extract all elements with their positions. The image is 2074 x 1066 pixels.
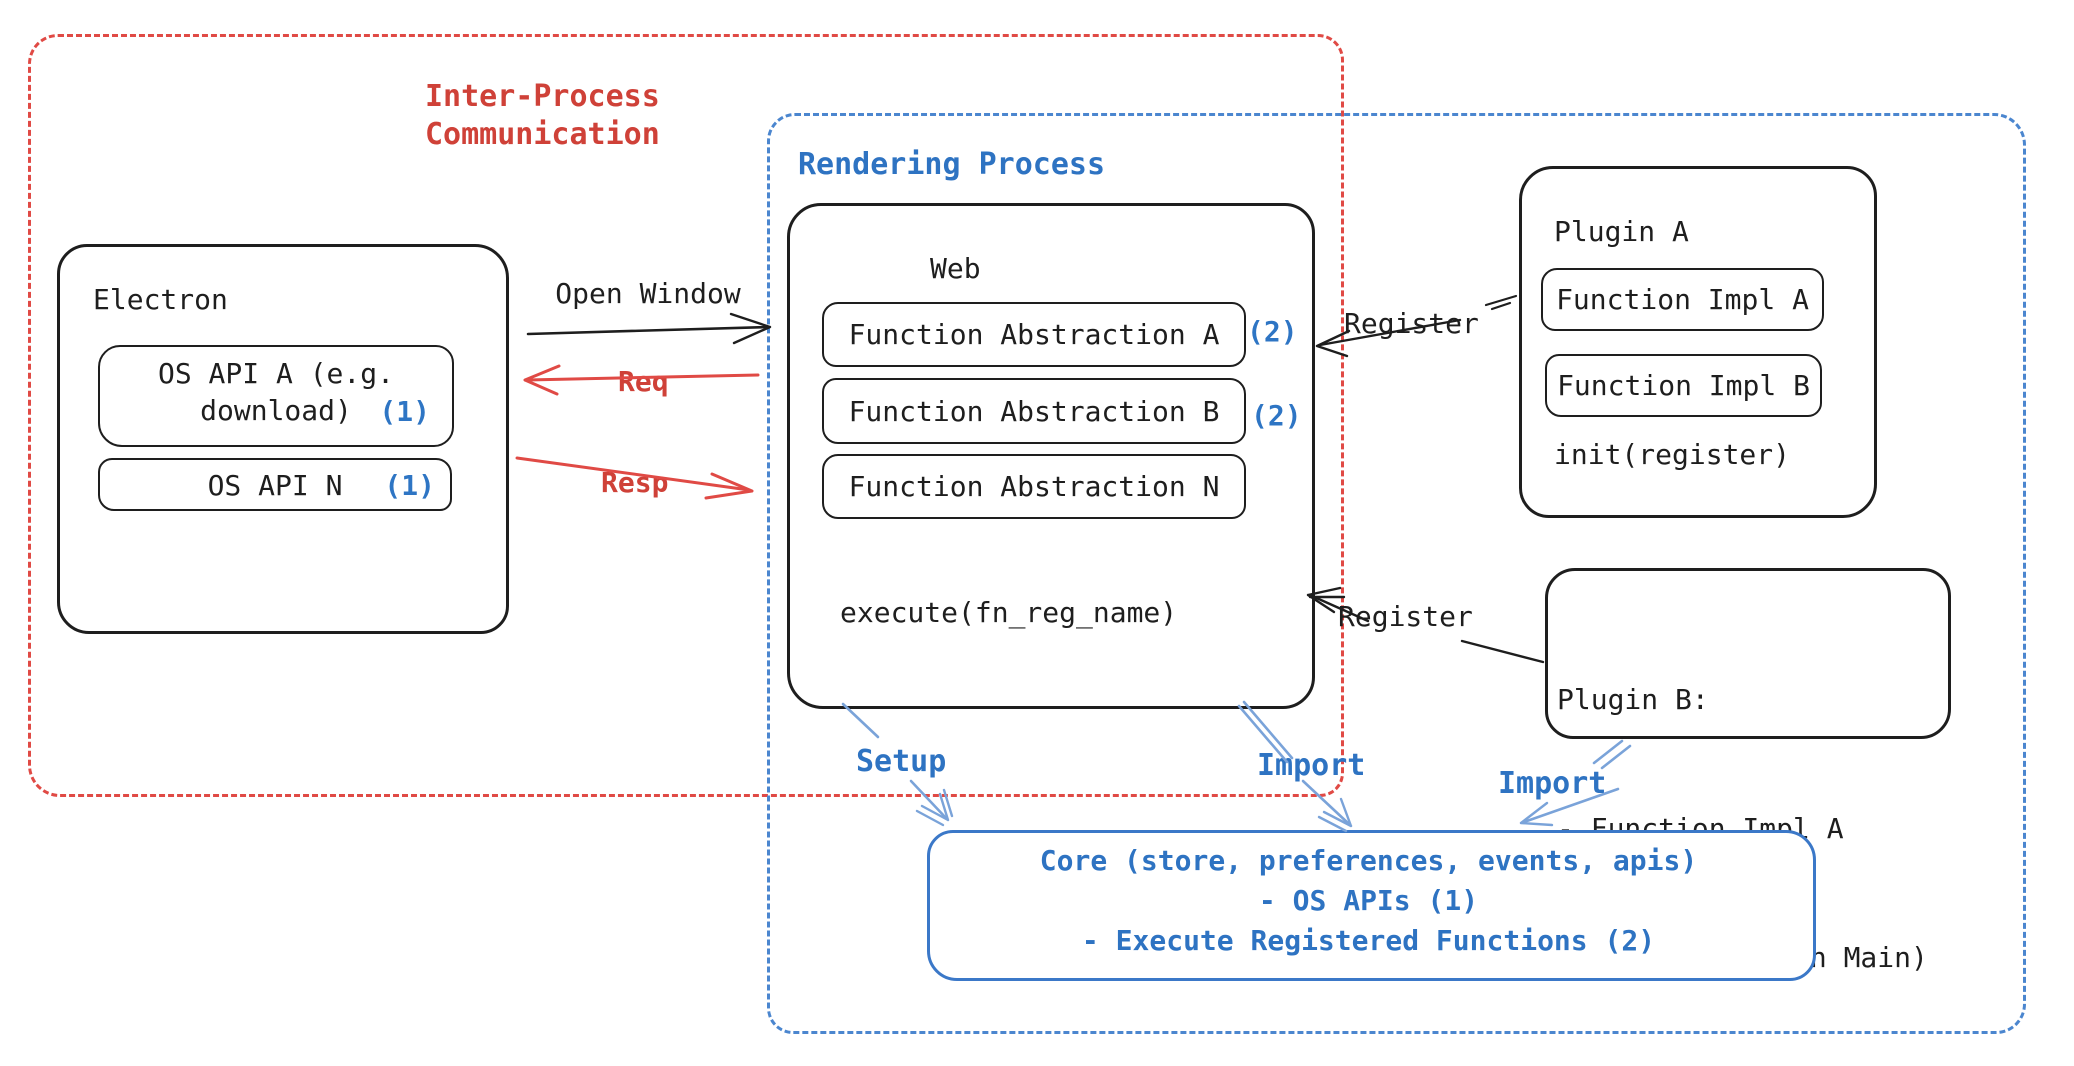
open-window-label: Open Window — [555, 277, 741, 310]
web-title: Web — [930, 252, 981, 285]
register-plugin-b-label: Register — [1338, 600, 1473, 633]
plugin-b-box — [1545, 568, 1951, 739]
function-abstraction-a-label: Function Abstraction A — [848, 318, 1220, 351]
function-abstraction-n-box: Function Abstraction N — [822, 454, 1246, 519]
setup-label: Setup — [856, 744, 947, 779]
os-api-n-badge: (1) — [384, 469, 435, 502]
core-line-2: - OS APIs (1) — [1258, 884, 1479, 917]
function-impl-b-label: Function Impl B — [1557, 369, 1810, 402]
rendering-process-dashed-box — [767, 113, 2026, 1034]
core-line-1: Core (store, preferences, events, apis) — [1039, 844, 1698, 877]
electron-title: Electron — [93, 283, 228, 316]
import-web-label: Import — [1257, 748, 1366, 783]
rendering-process-label: Rendering Process — [798, 147, 1106, 182]
ipc-label: Inter-Process Communication — [425, 79, 660, 152]
req-label: Req — [610, 364, 677, 400]
function-abstraction-n-label: Function Abstraction N — [848, 470, 1220, 503]
resp-label: Resp — [593, 465, 677, 501]
function-abstraction-b-label: Function Abstraction B — [848, 394, 1220, 428]
plugin-b-text: Plugin B: - Function Impl A - Module (ru… — [1557, 592, 1928, 1065]
function-abstraction-a-badge: (2) — [1247, 315, 1298, 348]
function-abstraction-b-box: Function Abstraction B — [822, 378, 1246, 444]
ipc-dashed-box — [28, 34, 1344, 797]
plugin-a-title: Plugin A — [1554, 215, 1689, 248]
init-register-label: init(register) — [1554, 438, 1791, 471]
core-line-3: - Execute Registered Functions (2) — [1081, 924, 1656, 957]
os-api-n-box: OS API N (1) — [98, 458, 452, 511]
execute-label: execute(fn_reg_name) — [840, 596, 1178, 629]
function-abstraction-b-badge: (2) — [1251, 399, 1302, 432]
plugin-b-title: Plugin B: — [1557, 683, 1709, 716]
os-api-a-badge: (1) — [379, 395, 430, 428]
os-api-a-line2: download) — [200, 394, 352, 427]
os-api-a-box: OS API A (e.g. download) (1) — [98, 345, 454, 447]
function-abstraction-a-box: Function Abstraction A — [822, 302, 1246, 367]
os-api-a-line1: OS API A (e.g. — [157, 357, 394, 390]
function-impl-b-box: Function Impl B — [1545, 354, 1822, 417]
os-api-n-label: OS API N — [207, 469, 343, 502]
plugin-a-box — [1519, 166, 1877, 518]
function-impl-a-box: Function Impl A — [1541, 268, 1824, 331]
import-plugin-b-label: Import — [1498, 766, 1607, 801]
core-box — [927, 830, 1816, 981]
register-plugin-a-label: Register — [1344, 307, 1479, 340]
core-text: Core (store, preferences, events, apis) … — [927, 841, 1810, 961]
function-impl-a-label: Function Impl A — [1556, 283, 1809, 316]
